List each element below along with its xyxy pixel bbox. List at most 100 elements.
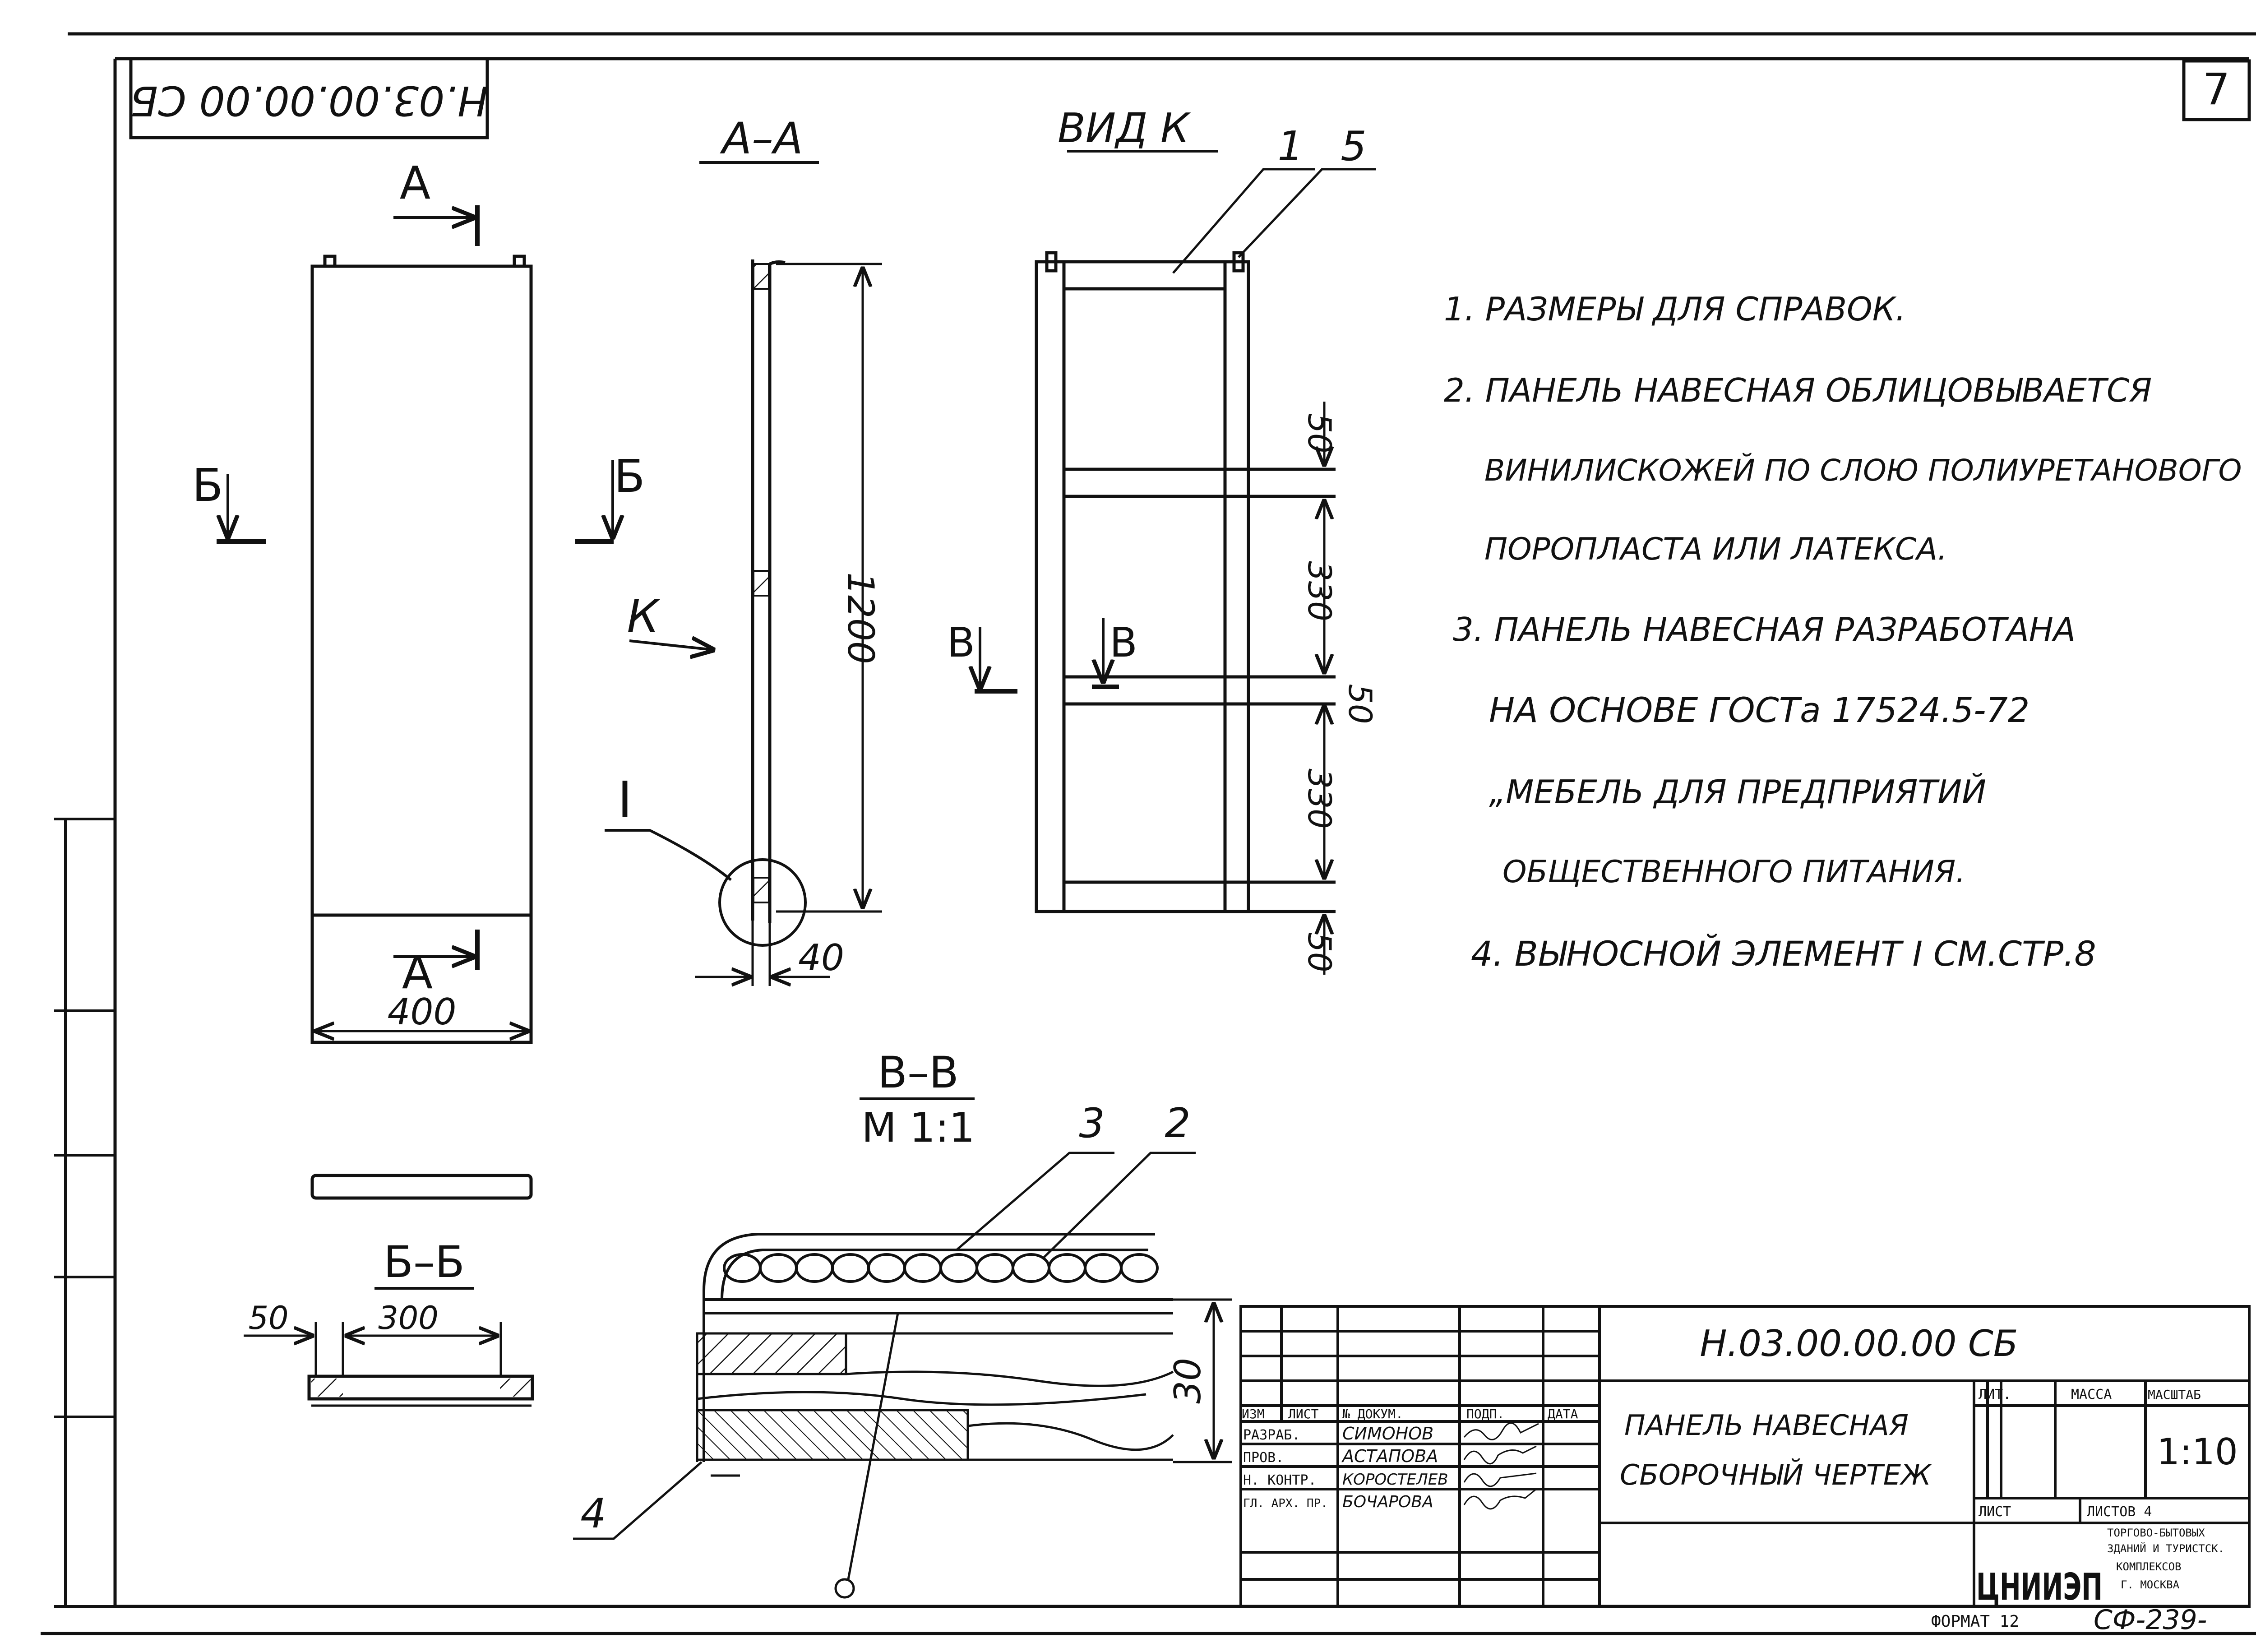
dim-50-b: 50 xyxy=(1341,684,1378,724)
section-bb-profile xyxy=(309,1376,532,1406)
dim-1200 xyxy=(776,264,882,912)
cut-a-top: А xyxy=(393,157,477,246)
cut-label-v-right: В xyxy=(1110,619,1137,666)
cut-b-left: Б xyxy=(192,459,266,541)
view-k-title: ВИД К xyxy=(1058,105,1191,152)
note-line-7: „МЕБЕЛЬ ДЛЯ ПРЕДПРИЯТИЙ xyxy=(1489,773,1986,811)
position-5-label: 5 xyxy=(1341,123,1366,170)
tb-header-sign: ПОДП. xyxy=(1466,1407,1504,1421)
section-vv-scale: М 1:1 xyxy=(861,1104,975,1152)
dim-50-c: 50 xyxy=(1301,932,1338,972)
tb-name-line-1: ПАНЕЛЬ НАВЕСНАЯ xyxy=(1624,1409,1909,1442)
note-line-4: ПОРОПЛАСТА ИЛИ ЛАТЕКСА. xyxy=(1484,532,1947,567)
tb-lit-label: ЛИТ. xyxy=(1979,1387,2011,1402)
detail-i-label: I xyxy=(618,771,632,828)
tb-role-developer: РАЗРАБ. xyxy=(1243,1427,1300,1443)
tb-role-checker: ПРОВ. xyxy=(1243,1450,1284,1466)
cut-a-bottom: А xyxy=(393,930,477,999)
tb-name-chief-architect: БОЧАРОВА xyxy=(1342,1493,1433,1511)
dim-300-bb: 300 xyxy=(378,1300,439,1337)
tb-header-list: ЛИСТ xyxy=(1288,1407,1319,1421)
note-line-9: 4. ВЫНОСНОЙ ЭЛЕМЕНТ I СМ.СТР.8 xyxy=(1471,934,2096,974)
dim-330-b: 330 xyxy=(1301,768,1338,829)
tb-header-date: ДАТА xyxy=(1548,1407,1578,1421)
dim-400-label: 400 xyxy=(388,991,457,1033)
tb-mass-label: МАССА xyxy=(2071,1387,2112,1402)
title-block-grid xyxy=(1241,1306,2249,1606)
page-number: 7 xyxy=(2202,64,2230,115)
tb-org-line-3: КОМПЛЕКСОВ xyxy=(2116,1560,2182,1573)
view-k-frame xyxy=(1036,253,1336,912)
dim-40-label: 40 xyxy=(798,937,844,979)
section-vv-leaders xyxy=(573,1153,1196,1597)
tb-org-line-1: ТОРГОВО-БЫТОВЫХ xyxy=(2107,1527,2205,1539)
section-bb-title: Б–Б xyxy=(384,1237,465,1287)
position-4-label: 4 xyxy=(580,1490,606,1537)
note-line-6: НА ОСНОВЕ ГОСТа 17524.5-72 xyxy=(1489,690,2029,730)
cut-label-b-left: Б xyxy=(192,459,223,512)
tb-name-checker: АСТАПОВА xyxy=(1341,1446,1438,1466)
dim-330-a: 330 xyxy=(1301,561,1338,621)
binding-strip xyxy=(54,819,115,1606)
view-k-arrow: К xyxy=(627,590,713,650)
note-line-2: 2. ПАНЕЛЬ НАВЕСНАЯ ОБЛИЦОВЫВАЕТСЯ xyxy=(1444,371,2152,409)
detail-i-callout: I xyxy=(605,771,805,945)
position-1-label: 1 xyxy=(1277,123,1303,170)
front-view xyxy=(312,256,531,1042)
tb-sheet-label: ЛИСТ xyxy=(1979,1504,2011,1520)
cut-label-a-top: А xyxy=(400,157,430,209)
position-3-label: 3 xyxy=(1079,1100,1105,1147)
tb-sheets-label: ЛИСТОВ 4 xyxy=(2087,1504,2152,1520)
tb-header-izm: ИЗМ xyxy=(1242,1407,1265,1421)
rotated-code: Н.03.00.00.00 СБ xyxy=(130,77,488,124)
note-line-3: ВИНИЛИСКОЖЕЙ ПО СЛОЮ ПОЛИУРЕТАНОВОГО xyxy=(1484,453,2242,488)
page-number-box: 7 xyxy=(2184,61,2249,120)
section-vv-hatch-top xyxy=(697,1333,846,1374)
section-aa-hatch-top xyxy=(754,264,769,289)
dim-400 xyxy=(312,993,531,1042)
tb-name-line-2: СБОРОЧНЫЙ ЧЕРТЕЖ xyxy=(1620,1458,1932,1491)
tb-scale-value: 1:10 xyxy=(2157,1431,2238,1473)
cut-label-b-right: Б xyxy=(614,450,645,503)
section-aa-title: А–А xyxy=(719,113,803,164)
view-k-leaders xyxy=(1173,169,1376,273)
section-vv-hatch-bottom xyxy=(697,1410,968,1460)
shelf-plan xyxy=(312,1175,531,1198)
dim-1200-label: 1200 xyxy=(840,572,882,664)
dim-30 xyxy=(1173,1300,1232,1462)
tb-org-line-4: Г. МОСКВА xyxy=(2121,1578,2180,1591)
tb-role-chief-architect: ГЛ. АРХ. ПР. xyxy=(1243,1497,1328,1510)
tb-scale-label: МАСШТАБ xyxy=(2148,1387,2201,1402)
cut-label-v-left: В xyxy=(947,619,975,666)
section-aa-hatch-mid xyxy=(754,571,769,596)
tb-org-line-2: ЗДАНИЙ И ТУРИСТСК. xyxy=(2107,1542,2224,1555)
view-k-arrow-label: К xyxy=(627,590,661,643)
cut-v-right: В xyxy=(1092,618,1137,687)
dim-50-bb: 50 xyxy=(248,1300,288,1337)
note-line-1: 1. РАЗМЕРЫ ДЛЯ СПРАВОК. xyxy=(1444,290,1906,328)
cut-b-right: Б xyxy=(575,450,645,541)
tb-name-developer: СИМОНОВ xyxy=(1342,1424,1433,1444)
tb-role-normcontrol: Н. КОНТР. xyxy=(1243,1472,1317,1488)
cut-v-left: В xyxy=(947,619,1017,691)
section-vv-wood xyxy=(697,1333,1173,1476)
section-vv-cushion xyxy=(704,1234,1173,1462)
tb-name-normcontrol: КОРОСТЕЛЕВ xyxy=(1342,1471,1448,1489)
position-2-label: 2 xyxy=(1165,1100,1190,1147)
dim-40 xyxy=(695,921,830,986)
dim-bb xyxy=(244,1322,501,1376)
dim-30-label: 30 xyxy=(1167,1358,1209,1404)
section-aa-hatch-bottom xyxy=(754,878,769,902)
format-label: ФОРМАТ 12 xyxy=(1931,1612,2019,1631)
rotated-code-box: Н.03.00.00.00 СБ xyxy=(130,59,488,138)
tb-header-doc: № ДОКУМ. xyxy=(1342,1407,1403,1421)
note-line-8: ОБЩЕСТВЕННОГО ПИТАНИЯ. xyxy=(1502,854,1965,890)
note-line-5: 3. ПАНЕЛЬ НАВЕСНАЯ РАЗРАБОТАНА xyxy=(1453,611,2076,648)
dim-50-a: 50 xyxy=(1301,413,1338,453)
notes-block: 1. РАЗМЕРЫ ДЛЯ СПРАВОК. 2. ПАНЕЛЬ НАВЕСН… xyxy=(1444,290,2242,974)
sheet-code: СФ-239- xyxy=(2094,1604,2207,1636)
tb-doc-code: Н.03.00.00.00 СБ xyxy=(1700,1323,2018,1365)
signatures xyxy=(1464,1423,1539,1509)
tb-org-logo: ЦНИИЭП xyxy=(1976,1566,2103,1609)
